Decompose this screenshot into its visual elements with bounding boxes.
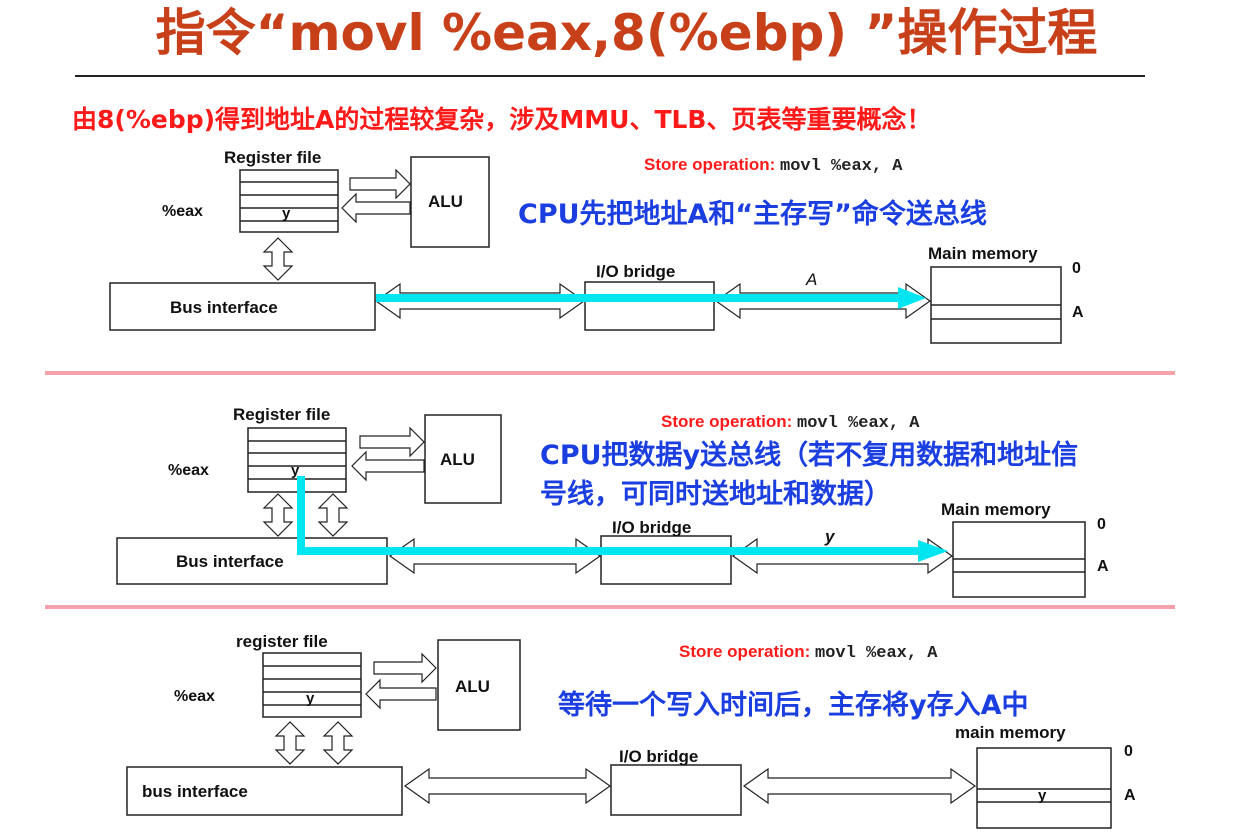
eax-label: %eax	[162, 203, 203, 220]
store-operation-code: movl %eax, A	[797, 414, 920, 433]
alu-to-reg-arrow	[341, 192, 411, 224]
alu-to-reg-arrow	[365, 678, 437, 710]
bus-interface-label: Bus interface	[176, 552, 284, 571]
register-value: y	[282, 205, 291, 222]
bus-signal-label: A	[806, 270, 818, 289]
reg-bus-double-arrow-2	[317, 493, 349, 537]
register-file-label: Register file	[224, 148, 322, 167]
system-bus-arrow	[403, 767, 612, 805]
bus-interface-box	[116, 537, 388, 585]
address-a-label: A	[1072, 304, 1084, 321]
memory-bus-arrow	[731, 537, 954, 575]
io-bridge-box	[584, 281, 715, 331]
store-operation-code: movl %eax, A	[780, 157, 903, 176]
register-value: y	[306, 690, 315, 707]
reg-to-alu-arrow	[373, 652, 437, 684]
bus-interface-box	[109, 282, 376, 331]
alu-to-reg-arrow	[351, 450, 425, 482]
store-operation: Store operation: movl %eax, A	[661, 412, 919, 433]
store-operation: Store operation: movl %eax, A	[679, 642, 937, 663]
panel-step-2: Register file %eax y ALU Bus interface I…	[116, 405, 1109, 598]
io-bridge-box	[600, 535, 732, 585]
eax-label: %eax	[174, 688, 215, 705]
separator-2	[45, 605, 1175, 609]
store-operation: Store operation: movl %eax, A	[644, 155, 902, 176]
slide-subtitle: 由8(%ebp)得到地址A的过程较复杂，涉及MMU、TLB、页表等重要概念！	[72, 105, 932, 134]
step-note: 等待一个写入时间后，主存将y存入A中	[558, 690, 1029, 721]
title-underline	[75, 75, 1145, 77]
alu-box	[437, 639, 521, 731]
separator-1	[45, 371, 1175, 375]
address-zero-label: 0	[1124, 743, 1133, 760]
reg-bus-double-arrow	[262, 493, 294, 537]
bus-interface-label: Bus interface	[170, 298, 278, 317]
panel-1-diagram	[109, 156, 1062, 344]
main-memory-label: Main memory	[941, 500, 1051, 519]
signal-arrow	[376, 287, 926, 309]
alu-label: ALU	[455, 677, 490, 696]
alu-box	[424, 414, 502, 504]
panel-step-1: Register file %eax y ALU Bus interface I…	[0, 0, 1253, 370]
reg-bus-double-arrow	[274, 721, 306, 765]
reg-bus-double-arrow	[262, 237, 294, 281]
register-value: y	[291, 462, 300, 479]
store-operation-code: movl %eax, A	[815, 644, 938, 663]
register-file-box	[262, 652, 362, 718]
bus-signal-label: y	[825, 527, 835, 546]
store-operation-prefix: Store operation:	[679, 642, 811, 661]
signal-arrow	[297, 476, 948, 562]
bus-interface-box	[126, 766, 403, 816]
reg-to-alu-arrow	[349, 168, 411, 200]
address-a-label: A	[1097, 558, 1109, 575]
main-memory-label: Main memory	[928, 244, 1038, 263]
main-memory-label: main memory	[955, 723, 1066, 742]
memory-stored-value: y	[1038, 787, 1047, 804]
store-operation-prefix: Store operation:	[644, 155, 776, 174]
io-bridge-label: I/O bridge	[596, 262, 676, 281]
slide-title: 指令“movl %eax,8(%ebp) ”操作过程	[155, 4, 1098, 62]
alu-label: ALU	[440, 450, 475, 469]
step-note: CPU先把地址A和“主存写”命令送总线	[518, 199, 987, 230]
io-bridge-label: I/O bridge	[619, 747, 699, 766]
alu-label: ALU	[428, 192, 463, 211]
memory-bus-arrow	[742, 767, 977, 805]
register-file-box	[239, 169, 339, 233]
address-zero-label: 0	[1072, 260, 1081, 277]
step-note-line-2: 号线，可同时送地址和数据）	[540, 479, 891, 510]
io-bridge-label: I/O bridge	[612, 518, 692, 537]
register-file-label: register file	[236, 632, 328, 651]
main-memory-box	[930, 266, 1062, 344]
store-operation-prefix: Store operation:	[661, 412, 793, 431]
reg-to-alu-arrow	[359, 426, 425, 458]
address-zero-label: 0	[1097, 516, 1106, 533]
bus-interface-label: bus interface	[142, 782, 248, 801]
panel-2-diagram	[116, 414, 1086, 598]
eax-label: %eax	[168, 462, 209, 479]
system-bus-arrow	[388, 537, 602, 575]
address-a-label: A	[1124, 787, 1136, 804]
main-memory-box	[976, 747, 1112, 829]
register-file-label: Register file	[233, 405, 331, 424]
alu-box	[410, 156, 490, 248]
reg-bus-double-arrow-2	[322, 721, 354, 765]
io-bridge-box	[610, 764, 742, 816]
main-memory-box	[952, 521, 1086, 598]
step-note-line-1: CPU把数据y送总线（若不复用数据和地址信	[540, 440, 1079, 471]
